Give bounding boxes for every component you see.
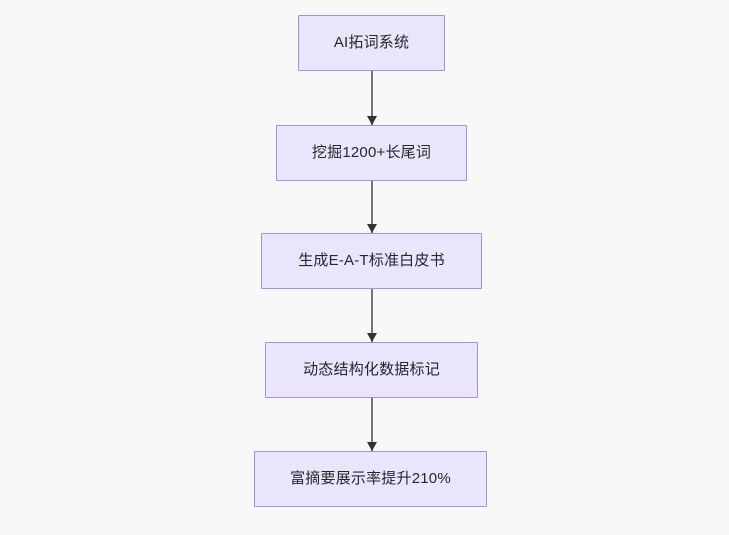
flow-node-label: 挖掘1200+长尾词 — [311, 144, 432, 161]
flow-node-dynamic-structured-data-markup[interactable]: 动态结构化数据标记 — [265, 342, 478, 398]
arrowhead-icon — [367, 224, 377, 233]
flow-node-generate-eat-whitepaper[interactable]: 生成E-A-T标准白皮书 — [261, 233, 482, 289]
flow-edge-n2-n3 — [367, 181, 377, 233]
flow-node-rich-snippet-rate-increase[interactable]: 富摘要展示率提升210% — [254, 451, 487, 507]
edge-line — [371, 71, 373, 125]
flow-edge-n1-n2 — [367, 71, 377, 125]
flow-node-label: 富摘要展示率提升210% — [290, 470, 451, 487]
edge-line — [371, 398, 373, 451]
edge-line — [371, 289, 373, 342]
arrowhead-icon — [367, 333, 377, 342]
arrowhead-icon — [367, 116, 377, 125]
edge-line — [371, 181, 373, 233]
flow-node-mine-longtail-keywords[interactable]: 挖掘1200+长尾词 — [276, 125, 467, 181]
flow-node-label: 动态结构化数据标记 — [303, 361, 440, 378]
flow-edge-n3-n4 — [367, 289, 377, 342]
flow-edge-n4-n5 — [367, 398, 377, 451]
flow-node-label: 生成E-A-T标准白皮书 — [298, 252, 445, 269]
flow-node-label: AI拓词系统 — [333, 34, 410, 51]
arrowhead-icon — [367, 442, 377, 451]
flow-node-ai-keyword-system[interactable]: AI拓词系统 — [298, 15, 445, 71]
